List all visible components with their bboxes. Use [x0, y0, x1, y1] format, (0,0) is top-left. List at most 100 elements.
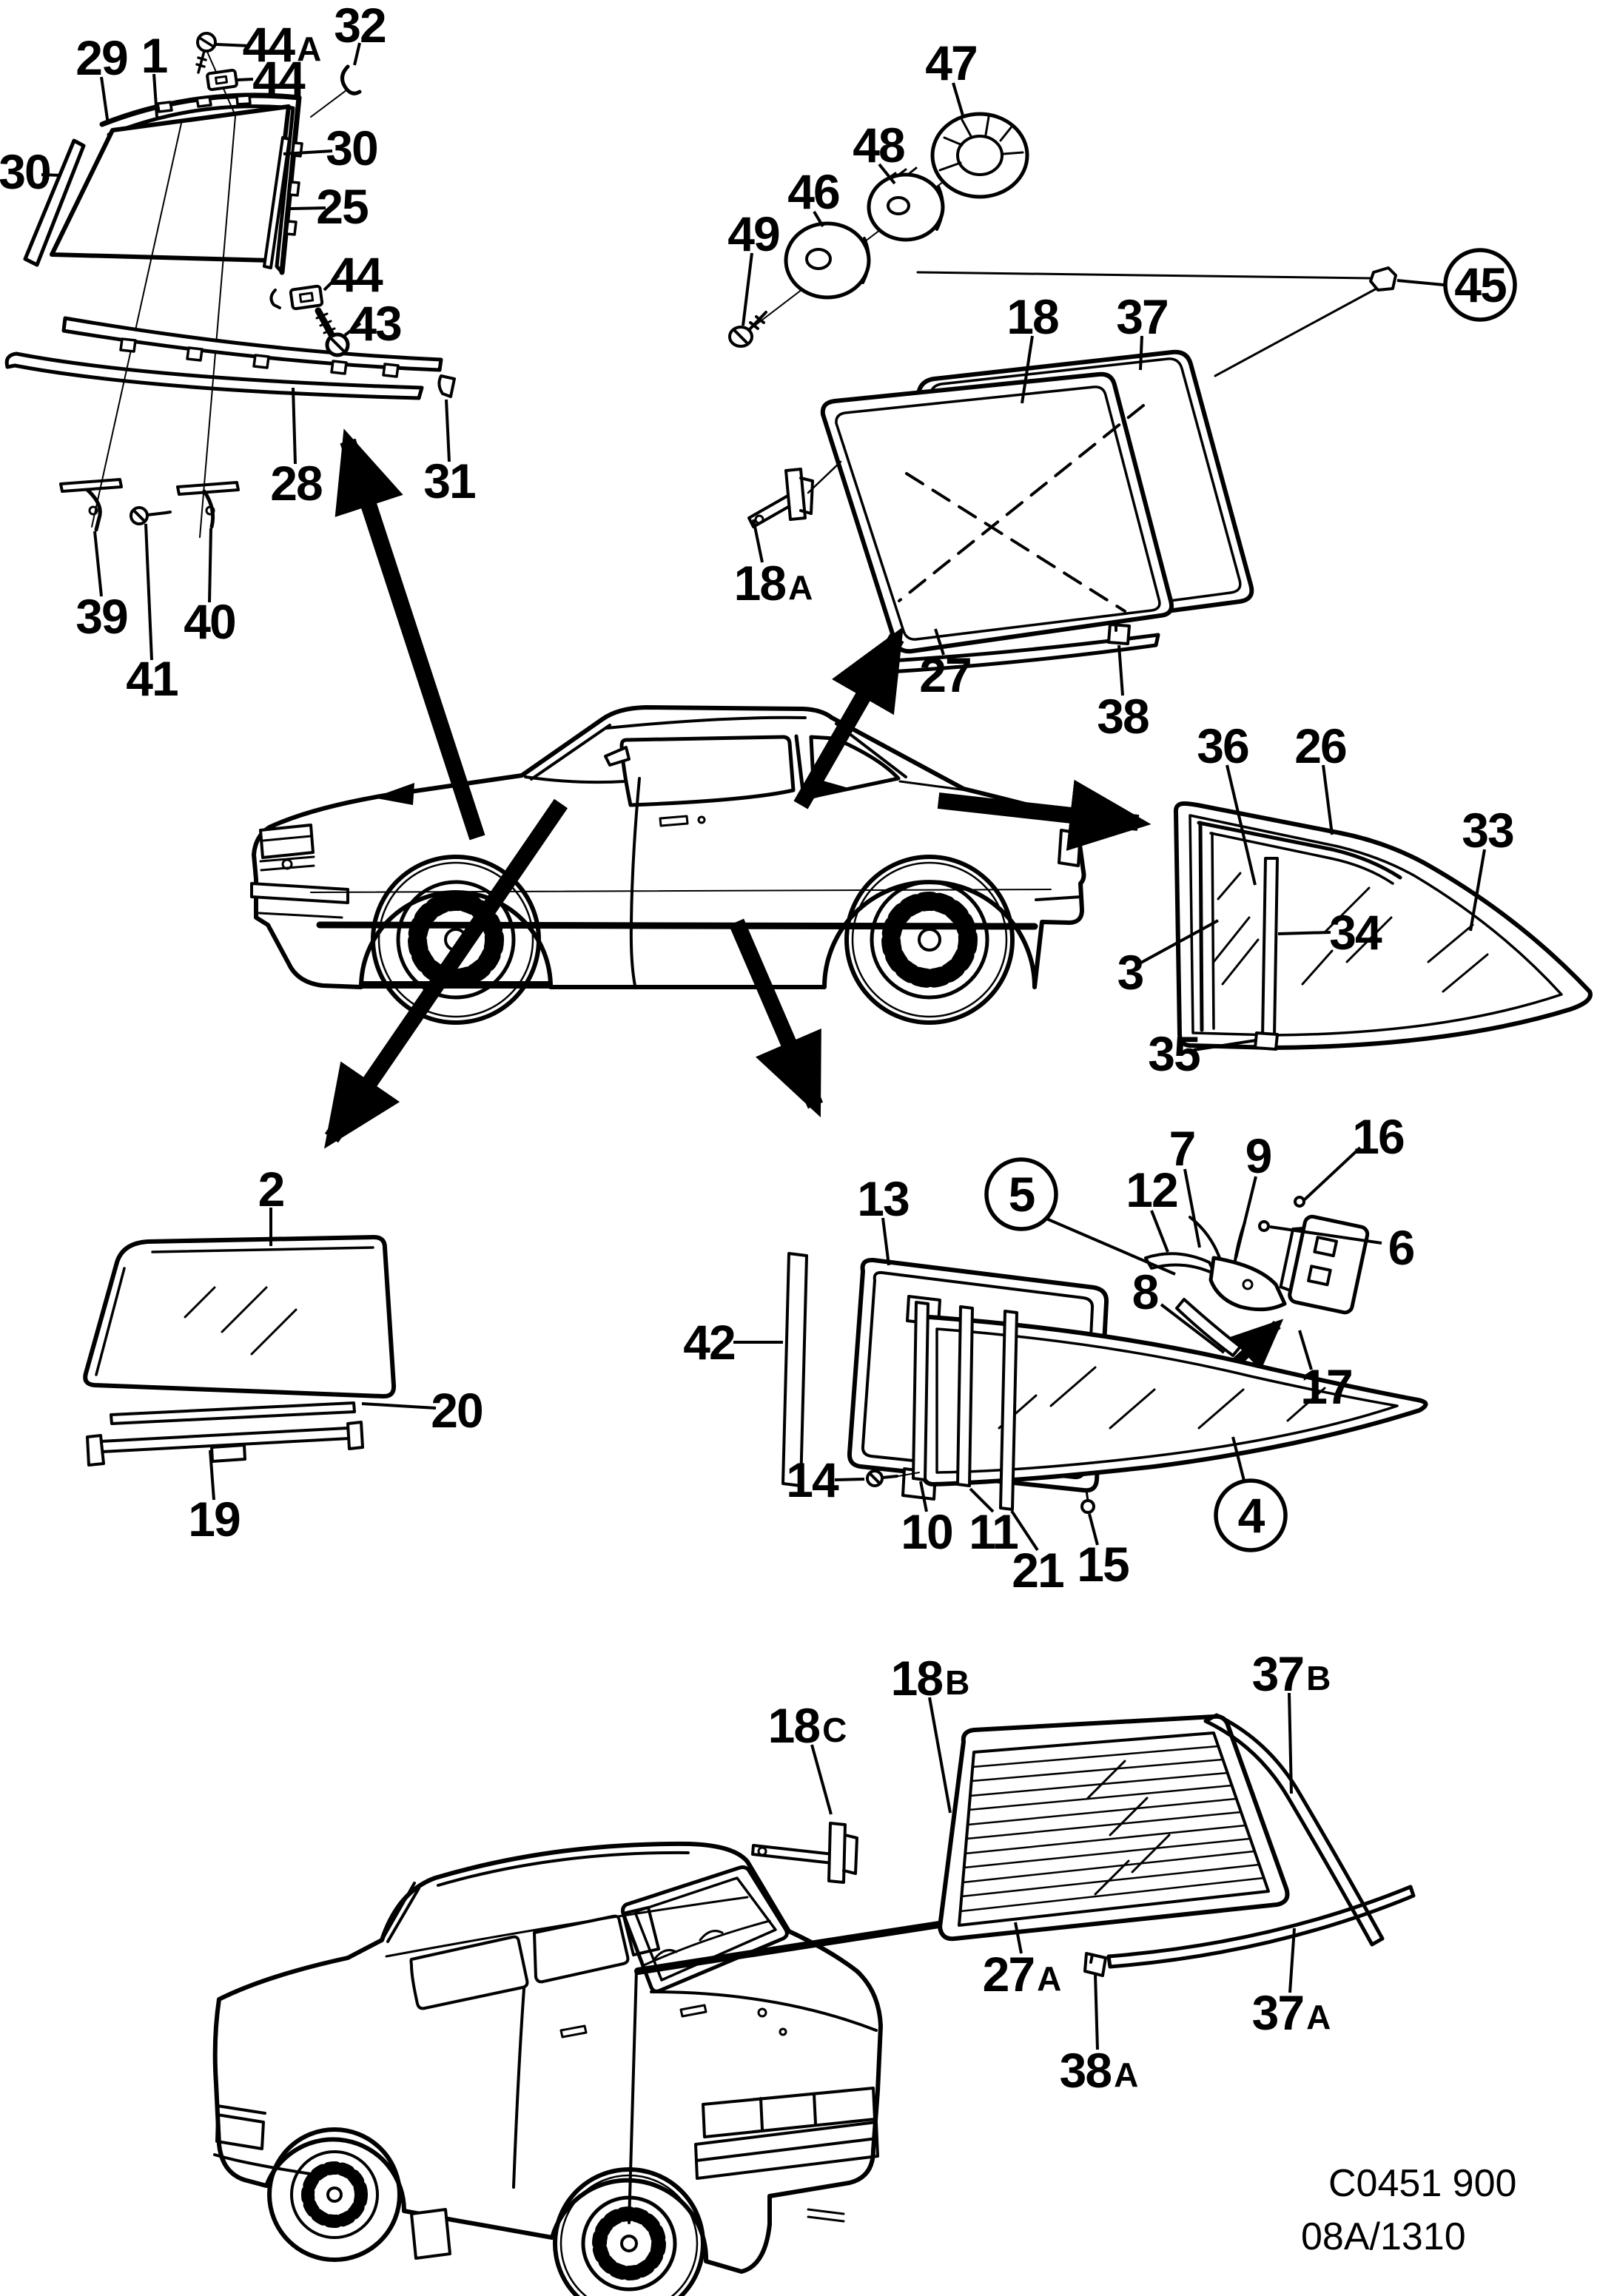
clip-guide-lines	[91, 115, 236, 538]
leader-line-38	[1117, 644, 1124, 696]
a-pillar	[520, 718, 627, 784]
pin-6-icon	[1258, 1220, 1270, 1232]
part-label-28: 28	[270, 456, 322, 511]
arrow-to-windshield	[335, 428, 485, 841]
leader-line-38A	[1094, 1973, 1099, 2050]
part-label-37B: 37B	[1252, 1646, 1330, 1701]
part-label-6: 6	[1388, 1220, 1414, 1275]
screw-49-icon	[728, 311, 767, 348]
part-label-30-right: 30	[326, 121, 377, 175]
leader-line-11	[969, 1487, 995, 1513]
part-label-34: 34	[1329, 905, 1382, 960]
glass-hatching	[1212, 872, 1489, 993]
part-label-15: 15	[1077, 1537, 1129, 1592]
leader-line-12	[1150, 1210, 1169, 1253]
rear-wheel	[844, 855, 1015, 1025]
part-label-43: 43	[349, 296, 401, 351]
front-spoiler	[258, 912, 343, 919]
clip-44-top-icon	[206, 68, 238, 92]
screw-14-icon	[866, 1469, 920, 1487]
leader-line-10	[919, 1481, 928, 1512]
part-label-33: 33	[1462, 803, 1513, 858]
quarter-window-fixed	[1173, 801, 1593, 1051]
part-label-39: 39	[75, 589, 127, 644]
latch-pivot-hole	[1242, 1279, 1254, 1290]
leader-line-41	[144, 523, 153, 661]
hook-32-icon	[310, 64, 362, 118]
leader-line-3	[1139, 919, 1219, 965]
pin-16-icon	[1294, 1196, 1305, 1208]
pivot-bar-21	[999, 1310, 1018, 1511]
screw-44a-icon	[195, 32, 217, 74]
setting-block-18a-icon	[747, 460, 842, 528]
windshield-assembly	[4, 32, 456, 538]
car-body-outline	[252, 705, 1086, 989]
part-label-8: 8	[1132, 1265, 1158, 1319]
screw-43-icon	[315, 307, 350, 357]
seal-37a	[1106, 1885, 1416, 1969]
latch-body	[1208, 1256, 1287, 1312]
front-wheel	[371, 855, 541, 1025]
part-label-16: 16	[1352, 1109, 1404, 1164]
clip-40-icon	[176, 481, 240, 529]
door-lock	[697, 815, 706, 824]
part-label-45: 45	[1454, 257, 1506, 312]
pointer-line	[634, 1919, 957, 1975]
leader-line-34	[1277, 931, 1331, 935]
glass-4-seal	[935, 1327, 1399, 1474]
leader-line-44-top	[237, 78, 254, 81]
sedan-door-cuts	[512, 1968, 638, 2224]
doc-code: C0451 900 08A/1310	[1301, 2162, 1516, 2258]
leader-line-19	[209, 1450, 215, 1501]
arrow-to-fixed-quarter	[937, 779, 1152, 851]
reference-arrows	[324, 428, 1284, 1379]
arrow-to-rear-window	[793, 626, 904, 809]
part-label-47: 47	[925, 36, 976, 90]
callout-circle-45	[1443, 248, 1517, 322]
part-label-38: 38	[1097, 689, 1149, 744]
part-label-46: 46	[787, 164, 839, 219]
part-label-10: 10	[901, 1504, 952, 1559]
lower-flange	[61, 316, 443, 372]
leader-line-44-lower	[323, 274, 340, 292]
sedan-exhaust	[807, 2208, 845, 2223]
part-label-9: 9	[1245, 1128, 1271, 1183]
latch-arm-8	[1175, 1298, 1242, 1357]
leader-line-40	[208, 528, 212, 603]
frame-26-inner	[1209, 832, 1394, 1030]
leader-line-32	[353, 42, 361, 66]
leader-line-47	[952, 82, 964, 116]
glass-2-reflections	[184, 1286, 297, 1356]
clip-39-icon	[59, 478, 123, 532]
glass-4-hatching	[998, 1366, 1326, 1430]
part-label-49: 49	[727, 206, 779, 261]
pivot-35	[1254, 1031, 1279, 1051]
arrow-to-door-glass	[324, 798, 568, 1149]
sedan-belt-crease	[385, 1896, 749, 1958]
leader-line-1	[152, 73, 158, 118]
screw-41-icon	[130, 506, 172, 525]
seal-33-inner	[1189, 814, 1563, 1037]
part-label-2: 2	[258, 1162, 284, 1216]
sedan-front-window	[409, 1935, 529, 2010]
lift-channel-20	[110, 1401, 356, 1425]
part-label-17: 17	[1300, 1359, 1351, 1414]
part-label-31: 31	[423, 454, 475, 508]
belt-crease	[310, 889, 1052, 893]
part-label-32: 32	[334, 0, 386, 53]
sedan-front-mudflap	[410, 2208, 451, 2260]
striker-17-icon	[1279, 1214, 1370, 1315]
part-label-40: 40	[184, 594, 235, 649]
part-label-48: 48	[853, 118, 904, 172]
part-label-44-top: 44	[252, 51, 306, 106]
part-label-19: 19	[188, 1492, 240, 1546]
rear-window-4door	[634, 1713, 1416, 1977]
rear-bumper-band	[694, 2121, 879, 2180]
leader-line-20	[361, 1402, 437, 1410]
leader-line-21	[1010, 1509, 1039, 1552]
leader-line-27	[934, 628, 945, 656]
rail-brackets	[86, 1421, 364, 1467]
door-cut	[629, 777, 641, 987]
part-label-12: 12	[1126, 1162, 1177, 1217]
